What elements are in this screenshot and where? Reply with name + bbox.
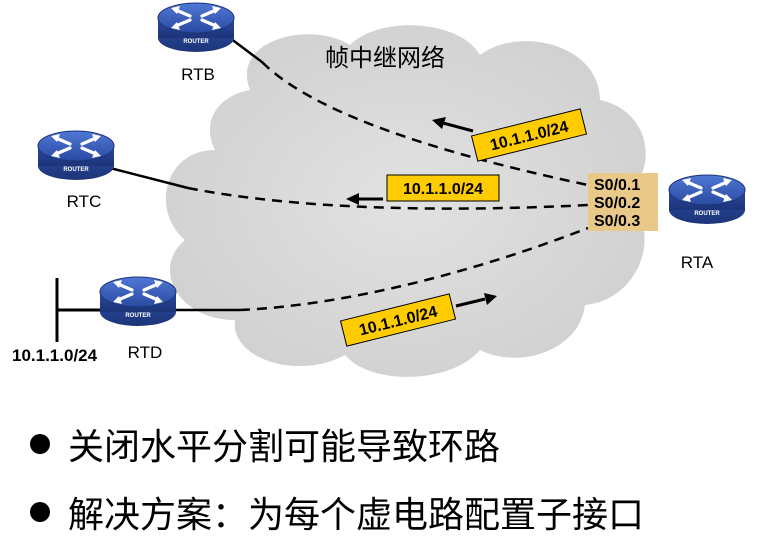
lan-segment [55, 278, 100, 342]
bullet-dot-icon [30, 434, 50, 454]
arrow-to-rtc [346, 193, 383, 205]
route-label-rtc: 10.1.1.0/24 [386, 174, 500, 202]
router-rta-label: RTA [681, 253, 714, 272]
link-rtc [109, 166, 589, 210]
router-badge: ROUTER [183, 39, 209, 45]
link-rtd [172, 226, 589, 312]
router-badge: ROUTER [63, 167, 89, 173]
link-rtb [229, 37, 589, 187]
subinterface-label-3: S0/0.3 [594, 213, 640, 230]
bullet-item: 关闭水平分割可能导致环路 [18, 410, 778, 478]
subinterface-box [588, 173, 658, 231]
router-rta[interactable]: ROUTER [667, 173, 747, 226]
route-label-rtb: 10.1.1.0/24 [470, 108, 588, 162]
router-rtd[interactable]: ROUTER [98, 275, 178, 328]
router-badge: ROUTER [125, 313, 151, 319]
router-rtb-label: RTB [181, 65, 215, 84]
subinterface-label-2: S0/0.2 [594, 195, 640, 212]
router-badge: ROUTER [694, 211, 720, 217]
arrow-toward-rta [455, 293, 497, 308]
subinterface-label-1: S0/0.1 [594, 177, 640, 194]
route-label-rtc-text: 10.1.1.0/24 [403, 181, 483, 198]
bullet-dot-icon [30, 502, 50, 522]
router-rtd-label: RTD [128, 343, 163, 362]
bullet-text: 解决方案：为每个虚电路配置子接口 [68, 495, 645, 536]
bullet-item: 解决方案：为每个虚电路配置子接口 [18, 478, 778, 546]
arrow-to-rtb [432, 117, 474, 133]
router-rtb[interactable]: ROUTER [156, 1, 236, 54]
router-rtc-label: RTC [67, 192, 102, 211]
lan-network-label: 10.1.1.0/24 [12, 346, 98, 365]
router-rtc[interactable]: ROUTER [36, 129, 116, 182]
cloud-label: 帧中继网络 [325, 45, 445, 72]
bullet-list: 关闭水平分割可能导致环路 解决方案：为每个虚电路配置子接口 [18, 410, 778, 546]
bullet-text: 关闭水平分割可能导致环路 [68, 427, 501, 468]
